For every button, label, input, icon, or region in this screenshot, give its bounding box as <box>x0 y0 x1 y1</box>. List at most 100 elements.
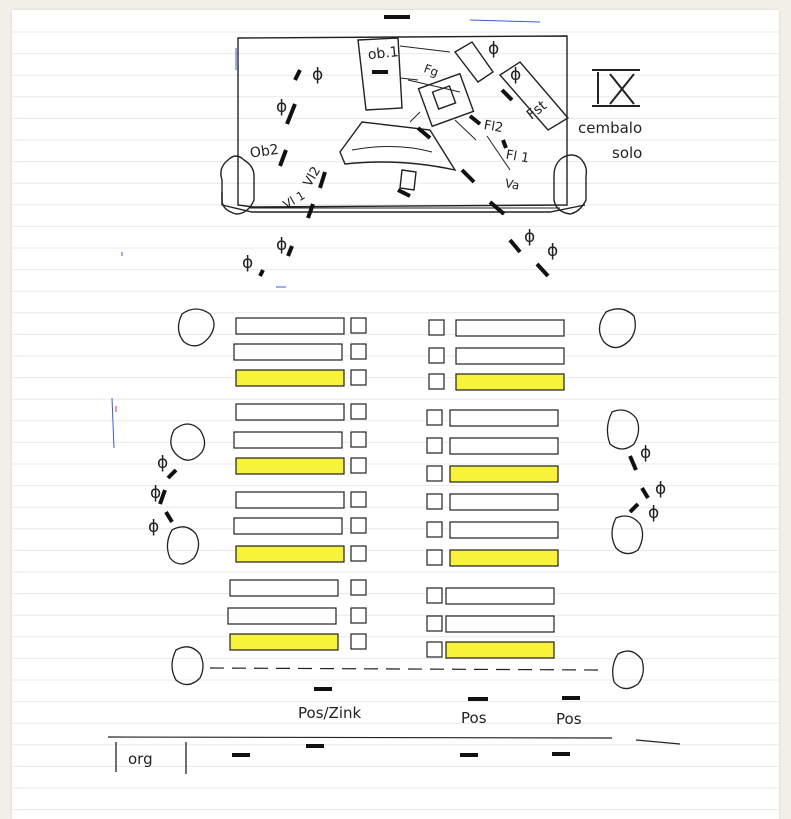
label-ob2: Ob2 <box>249 142 280 162</box>
ruled-lines <box>12 31 779 811</box>
pew-seat-square <box>350 579 367 596</box>
pew <box>235 403 345 421</box>
floor-line <box>107 736 681 745</box>
pew-seat-square <box>428 319 445 336</box>
pew <box>233 431 343 449</box>
pillar-right-bottom <box>612 650 644 690</box>
label-pos-2: Pos <box>556 710 582 728</box>
organ-box <box>115 742 187 774</box>
phi-mark: ϕ <box>488 39 499 59</box>
phi-mark: ϕ <box>148 517 159 537</box>
sightlines <box>258 15 550 278</box>
stage-labels: IX cembalo solo ob.1 Ob2 Fg Fst Fl2 Fl 1… <box>249 44 642 212</box>
label-va: Va <box>504 176 521 193</box>
pew-seat-square <box>426 641 443 658</box>
phi-mark: ϕ <box>547 241 558 261</box>
phi-mark: ϕ <box>510 65 521 85</box>
pew-highlighted <box>455 373 565 391</box>
pew <box>235 491 345 509</box>
pew <box>235 317 345 335</box>
pillar-right-mid <box>606 409 640 450</box>
notebook-page: IX cembalo solo ob.1 Ob2 Fg Fst Fl2 Fl 1… <box>12 10 779 819</box>
pew <box>455 319 565 337</box>
pew <box>229 579 339 597</box>
stage-area <box>220 19 588 215</box>
pew-seat-square <box>426 409 443 426</box>
pew-seat-square <box>350 317 367 334</box>
pillar-stage-right <box>553 154 588 215</box>
pillar-left-bottom <box>171 646 204 686</box>
pew-seat-square <box>350 431 367 448</box>
side-marks <box>158 455 650 524</box>
pew-seat-square <box>350 343 367 360</box>
pew-seat-square <box>426 437 443 454</box>
label-ob1: ob.1 <box>367 44 399 63</box>
pillar-stage-left <box>220 155 255 215</box>
pew-seat-square <box>426 549 443 566</box>
pew-seat-square <box>350 545 367 562</box>
pew-seat-square <box>350 517 367 534</box>
label-pos-zink: Pos/Zink <box>298 704 362 722</box>
pew-seat-square <box>426 615 443 632</box>
pew <box>233 517 343 535</box>
label-pos-1: Pos <box>461 709 487 727</box>
label-fst: Fst <box>524 97 551 123</box>
label-org: org <box>128 750 153 768</box>
pew-seat-square <box>350 457 367 474</box>
pew <box>449 493 559 511</box>
label-cembalo: cembalo <box>578 119 642 137</box>
phi-mark: ϕ <box>276 97 287 117</box>
phi-mark: ϕ <box>648 503 659 523</box>
pew-seat-square <box>350 369 367 386</box>
pew-seat-square <box>426 465 443 482</box>
label-fl1: Fl 1 <box>505 148 531 167</box>
pew-highlighted <box>449 549 559 567</box>
pillar-left-mid <box>170 423 206 461</box>
pew-highlighted <box>235 545 345 563</box>
cembalo-marker <box>592 69 640 107</box>
pew <box>455 347 565 365</box>
pew-seat-square <box>428 373 445 390</box>
pew-seat-square <box>426 493 443 510</box>
pew-highlighted <box>229 633 339 651</box>
phi-mark: ϕ <box>276 235 287 255</box>
brass-positions <box>232 687 580 757</box>
pillar-right-top <box>598 308 636 349</box>
pew <box>449 437 559 455</box>
front-rail <box>209 667 601 671</box>
pew <box>449 409 559 427</box>
pew-seat-square <box>350 607 367 624</box>
pillar-left-top <box>177 308 215 347</box>
pew-highlighted <box>235 369 345 387</box>
pew-seat-square <box>428 347 445 364</box>
pew-highlighted <box>445 641 555 659</box>
pew-rows <box>227 317 565 659</box>
pew-seat-square <box>350 403 367 420</box>
pew <box>233 343 343 361</box>
pew <box>445 587 555 605</box>
blue-marks <box>111 252 286 449</box>
label-fg: Fg <box>422 61 440 79</box>
pew-seat-square <box>350 633 367 650</box>
phi-mark: ϕ <box>242 253 253 273</box>
audience-pillars <box>166 308 644 690</box>
pew <box>449 521 559 539</box>
phi-mark: ϕ <box>312 65 323 85</box>
pew <box>227 607 337 625</box>
pillar-right-low <box>611 515 644 555</box>
seating-sketch: IX cembalo solo ob.1 Ob2 Fg Fst Fl2 Fl 1… <box>12 15 779 811</box>
phi-mark: ϕ <box>157 453 168 473</box>
pillar-left-low <box>166 526 200 565</box>
pew-seat-square <box>426 521 443 538</box>
phi-mark: ϕ <box>524 227 535 247</box>
pew-highlighted <box>449 465 559 483</box>
label-fl2: Fl2 <box>483 118 505 136</box>
phi-mark: ϕ <box>655 479 666 499</box>
pew-seat-square <box>350 491 367 508</box>
phi-mark: ϕ <box>150 483 161 503</box>
label-solo: solo <box>612 144 642 162</box>
pew <box>445 615 555 633</box>
phi-mark: ϕ <box>640 443 651 463</box>
pew-highlighted <box>235 457 345 475</box>
